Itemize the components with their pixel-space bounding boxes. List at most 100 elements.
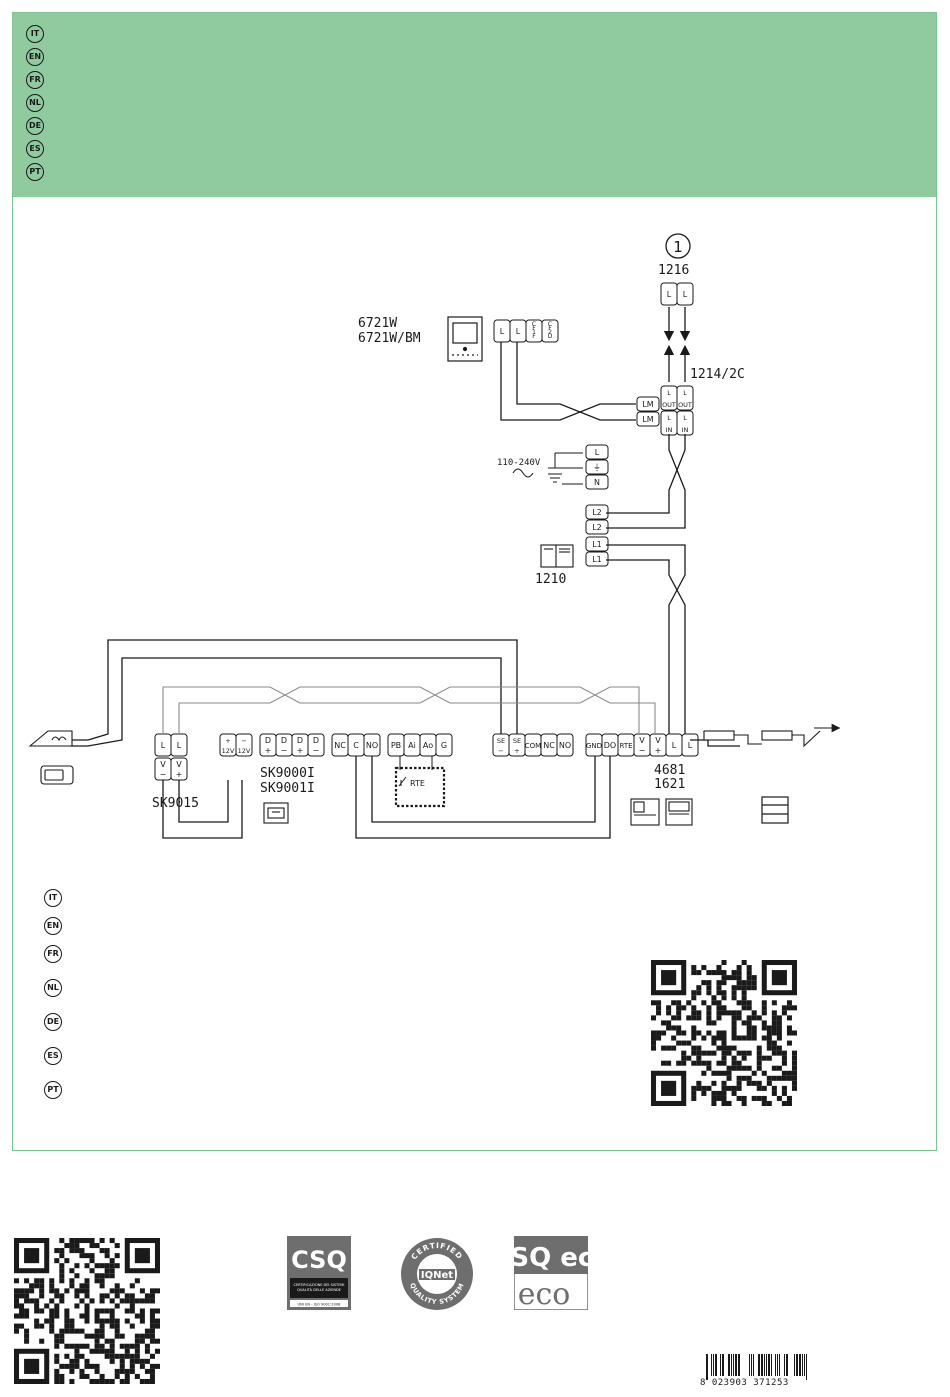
power-supply-1210-icon <box>540 544 574 568</box>
terminal-label: RTE <box>619 742 632 750</box>
terminal-blocks <box>154 282 699 781</box>
terminal-label: L <box>683 290 688 299</box>
sk9000-device-icon <box>263 802 289 824</box>
qr-code-footer[interactable] <box>14 1238 160 1384</box>
terminal-label: DO <box>604 741 616 750</box>
terminal-label: NC <box>543 741 555 750</box>
lang-badge-en: EN <box>44 917 62 935</box>
terminal <box>676 385 694 411</box>
terminal-label: SE+ <box>513 737 521 755</box>
terminal <box>556 733 574 757</box>
csq-line-1: CERTIFICAZIONE DEI SISTEMI <box>294 1283 345 1287</box>
terminal-label: ⏚ <box>593 463 601 472</box>
step-number-circle <box>665 233 691 259</box>
terminal-label: L2 <box>592 508 602 517</box>
label-mains-voltage: 110-240V <box>497 458 541 468</box>
rte-switch <box>394 756 446 808</box>
lang-badge-es: ES <box>44 1047 62 1065</box>
label-6721w: 6721W <box>358 316 398 331</box>
label-1214-2c: 1214/2C <box>690 367 745 382</box>
product-barcode <box>706 1354 807 1380</box>
terminal <box>636 411 660 427</box>
terminal-label: GND <box>586 742 602 750</box>
terminal <box>676 282 694 306</box>
lang-badge-de: DE <box>44 1013 62 1031</box>
terminal <box>541 319 559 343</box>
terminal-label: V+ <box>176 760 183 779</box>
terminal-label: LM <box>642 415 653 424</box>
label-1621: 1621 <box>654 777 686 792</box>
terminal-label: −12V <box>238 737 251 755</box>
terminal-label: Ai <box>408 741 416 750</box>
terminal <box>435 733 453 757</box>
terminal-label: V+ <box>655 736 662 755</box>
terminal-label: PB <box>391 741 401 750</box>
terminal-label: Ao <box>423 741 433 750</box>
terminal <box>585 551 609 567</box>
lang-badge-it: IT <box>44 889 62 907</box>
label-sk9000i: SK9000I <box>260 766 315 781</box>
terminal <box>585 444 609 460</box>
terminal-label: L <box>667 290 672 299</box>
lang-badge-de: DE <box>26 117 44 135</box>
terminal-label: COM <box>525 742 541 750</box>
terminal-label: NO <box>559 741 571 750</box>
lang-badge-it: IT <box>26 25 44 43</box>
terminal-label: L2 <box>592 523 602 532</box>
csq-line-2: QUALITÀ DELLE AZIENDE <box>297 1287 341 1292</box>
csq-certification-logo: CSQ CERTIFICAZIONE DEI SISTEMI QUALITÀ D… <box>287 1236 351 1310</box>
lang-badge-nl: NL <box>26 94 44 112</box>
terminal-label: N <box>594 478 600 487</box>
module-stack-icon <box>761 796 789 824</box>
qr-code-manual[interactable] <box>651 960 797 1106</box>
lang-badge-fr: FR <box>44 945 62 963</box>
barcode-number: 8 023903 371253 <box>700 1378 789 1388</box>
terminal-label: SE− <box>497 737 505 755</box>
terminal-label: NC <box>334 741 346 750</box>
csq-eco-certification-logo: CSQ eco eco <box>514 1236 588 1310</box>
terminal <box>307 733 325 757</box>
terminal-label: LM <box>642 400 653 409</box>
sk9015-device-icon <box>40 765 74 785</box>
label-4681: 4681 <box>654 763 686 778</box>
terminal-label: L <box>672 741 677 750</box>
terminal-label: C <box>353 741 359 750</box>
label-rte: RTE <box>410 779 425 788</box>
wires-secondary <box>162 686 656 734</box>
lang-badge-en: EN <box>26 48 44 66</box>
label-sk9015: SK9015 <box>152 796 199 811</box>
terminal <box>585 536 609 552</box>
terminal-label: L <box>516 327 521 336</box>
label-1216: 1216 <box>658 263 690 278</box>
terminal <box>585 504 609 520</box>
terminal-label: NO <box>366 741 378 750</box>
lang-badge-pt: PT <box>26 163 44 181</box>
lang-badge-nl: NL <box>44 979 62 997</box>
lang-badge-es: ES <box>26 140 44 158</box>
mains-symbol <box>512 452 583 485</box>
iqnet-certification-logo: CERTIFIED QUALITY SYSTEM IQNet <box>401 1238 473 1310</box>
terminal-label: V− <box>639 736 646 755</box>
terminal-label: L <box>161 741 166 750</box>
label-1210: 1210 <box>535 572 567 587</box>
terminal-label: V− <box>160 760 167 779</box>
terminal-label: L <box>595 448 600 457</box>
language-header <box>13 13 936 197</box>
step-number: 1 <box>673 238 683 256</box>
terminal-label: G <box>441 741 447 750</box>
csq-eco-logo-text: CSQ eco <box>514 1243 588 1273</box>
terminal-label: L1 <box>592 540 602 549</box>
terminal-label: D+ <box>265 736 272 755</box>
terminal-label: L <box>177 741 182 750</box>
monitor-6721-icon <box>447 316 483 362</box>
terminal-label: L <box>688 741 693 750</box>
main-frame <box>12 12 937 1151</box>
terminal <box>636 396 660 412</box>
label-sk9001i: SK9001I <box>260 781 315 796</box>
